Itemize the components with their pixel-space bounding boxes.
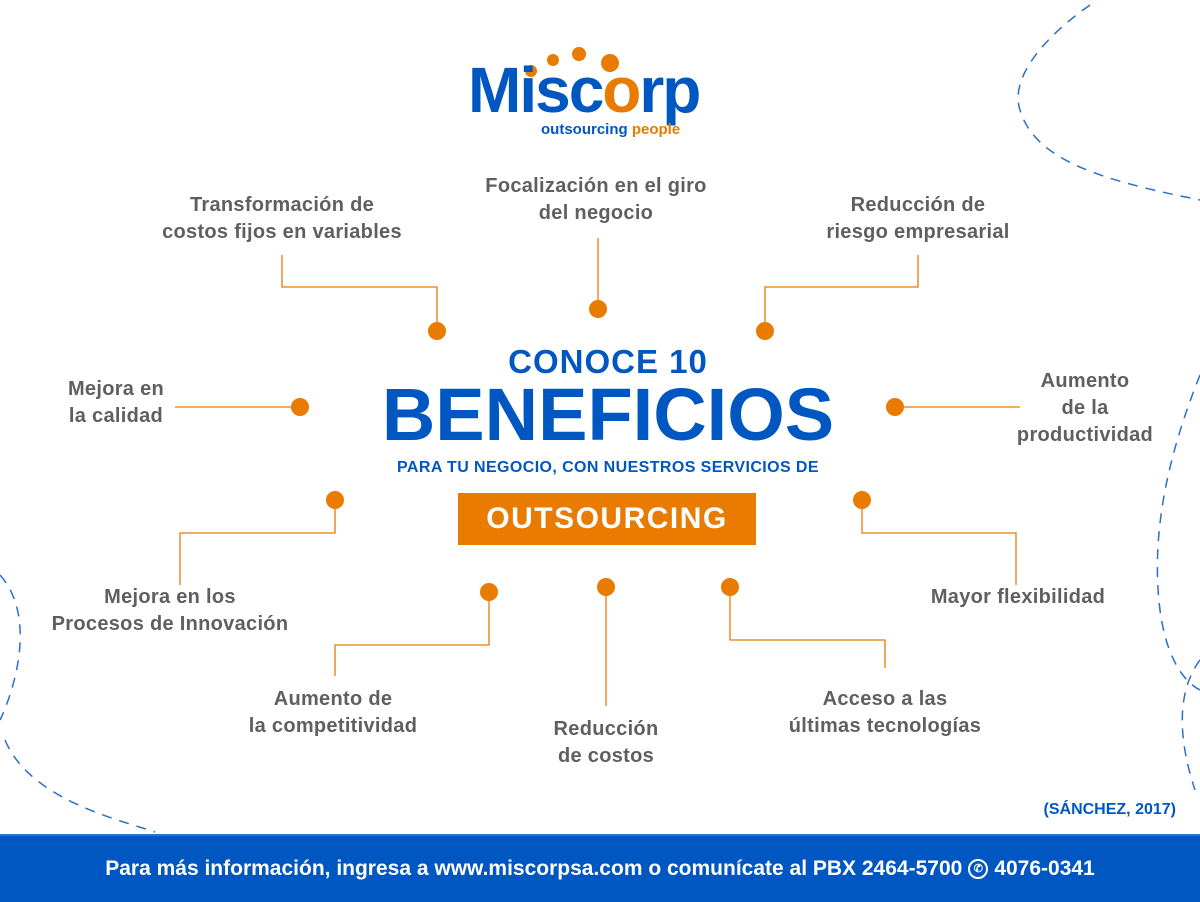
logo-dots — [525, 47, 619, 77]
benefit-label: Reducción de costos — [553, 718, 659, 767]
headline-line1: CONOCE 10 — [508, 343, 708, 380]
benefit-label: Reducción de riesgo empresarial — [826, 194, 1010, 243]
benefit-label: Mejora en la calidad — [67, 378, 165, 427]
connector-dots — [291, 300, 904, 601]
benefit-label: Aumento de la competitividad — [248, 688, 418, 737]
benefit-label: Aumento de la productividad — [1016, 370, 1154, 446]
whatsapp-icon: ✆ — [968, 859, 989, 879]
benefit-label: Mayor flexibilidad — [930, 586, 1106, 608]
benefit-label: Mejora en los Procesos de Innovación — [51, 586, 289, 635]
outsourcing-badge: OUTSOURCING — [458, 493, 756, 545]
citation: (SÁNCHEZ, 2017) — [1043, 801, 1176, 818]
headline-title: BENEFICIOS — [381, 373, 835, 456]
logo-wordmark: Miscorp — [468, 54, 701, 126]
footer-text: Para más información, ingresa a www.misc… — [105, 857, 963, 880]
decorative-dashed-curves — [0, 4, 1200, 833]
whatsapp-number: 4076-0341 — [994, 857, 1095, 880]
benefit-label: Focalización en el giro del negocio — [485, 175, 707, 224]
footer-bar: Para más información, ingresa a www.misc… — [0, 834, 1200, 902]
logo-tagline: outsourcing people — [541, 121, 681, 138]
headline-subtitle: PARA TU NEGOCIO, CON NUESTROS SERVICIOS … — [397, 459, 819, 476]
benefit-label: Transformación de costos fijos en variab… — [162, 194, 402, 243]
benefit-label: Acceso a las últimas tecnologías — [788, 688, 982, 737]
